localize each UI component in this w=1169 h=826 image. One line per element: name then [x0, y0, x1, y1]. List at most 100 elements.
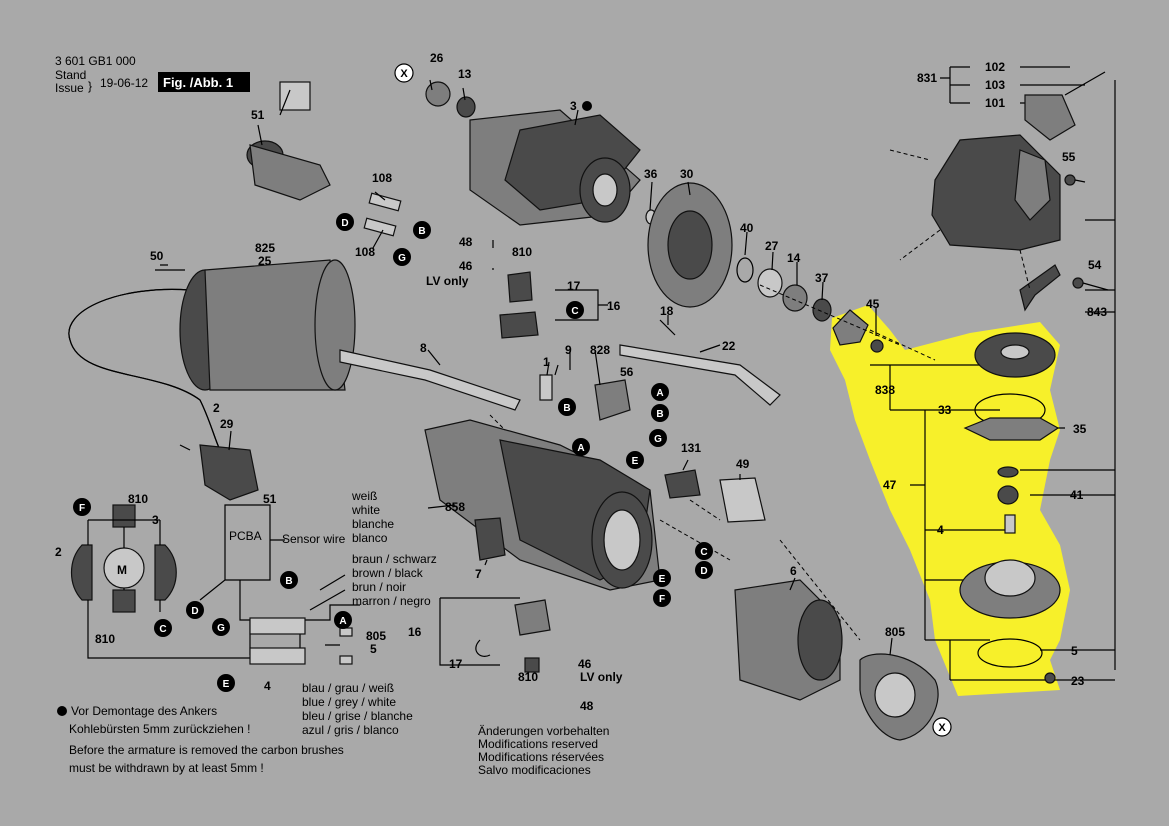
gear-housing — [931, 71, 1106, 251]
screw-49 — [1044, 672, 1056, 684]
ring-40 — [736, 257, 754, 283]
part-label: 29 — [220, 417, 234, 431]
part-label: 9 — [565, 343, 572, 357]
part-label: 828 — [590, 343, 610, 357]
part-label: 48 — [580, 699, 594, 713]
part-label: 48 — [459, 235, 473, 249]
part-label: 7 — [475, 567, 482, 581]
brush-holder-810 — [507, 271, 533, 303]
sensor-wire-label: Sensor wire — [282, 532, 346, 546]
part-label: 108 — [355, 245, 375, 259]
bevel-gear — [974, 332, 1056, 378]
part-label: 49 — [736, 457, 750, 471]
part-label: 17 — [567, 279, 581, 293]
callout-D: D — [336, 213, 354, 231]
fig-label: Fig. /Abb. 1 — [163, 75, 233, 90]
part-label: 838 — [875, 383, 895, 397]
svg-text:D: D — [700, 566, 707, 577]
part-label: 2 — [213, 401, 220, 415]
svg-text:E: E — [632, 456, 639, 467]
part-label: 56 — [620, 365, 634, 379]
part-label: 103 — [985, 78, 1005, 92]
callout-B: B — [413, 221, 431, 239]
card-9 — [719, 477, 766, 523]
svg-text:brun / noir: brun / noir — [352, 580, 406, 594]
part-label: LV only — [426, 274, 469, 288]
color-legend-2: braun / schwarz brown / black brun / noi… — [352, 552, 437, 608]
callout-G: G — [649, 429, 667, 447]
fig-label-box — [158, 72, 250, 92]
pin-56 — [1004, 514, 1016, 534]
part-label: 46 — [459, 259, 473, 273]
note-de-2: Kohlebürsten 5mm zurückziehen ! — [69, 722, 250, 736]
part-label: 51 — [251, 108, 265, 122]
callout-B: B — [280, 571, 298, 589]
callout-B: B — [558, 398, 576, 416]
part-label: 1 — [543, 355, 550, 369]
part-label: 831 — [917, 71, 937, 85]
part-23 — [664, 469, 701, 499]
motor-housing-1 — [424, 419, 661, 591]
electronics-51 — [246, 81, 331, 201]
bearing-13 — [456, 96, 476, 118]
callout-E: E — [653, 569, 671, 587]
part-label: 4 — [937, 523, 944, 537]
part-label: 810 — [512, 245, 532, 259]
bearing-41 — [997, 485, 1019, 505]
svg-text:blau / grau / weiß: blau / grau / weiß — [302, 681, 394, 695]
part-label: 3 — [570, 99, 577, 113]
callout-E: E — [217, 674, 235, 692]
part-label: 25 — [258, 254, 272, 268]
part-label: 8 — [420, 341, 427, 355]
svg-text:azul / gris / blanco: azul / gris / blanco — [302, 723, 399, 737]
flange-828 — [959, 559, 1061, 619]
callout-A: A — [334, 611, 352, 629]
svg-text:X: X — [938, 722, 946, 734]
svg-text:E: E — [659, 574, 666, 585]
svg-text:C: C — [571, 306, 578, 317]
brushes-108 — [363, 192, 402, 237]
part-label: 101 — [985, 96, 1005, 110]
brush-holder-lower — [499, 311, 539, 339]
bracket-16-lower — [439, 597, 520, 666]
svg-text:braun / schwarz: braun / schwarz — [352, 552, 437, 566]
motor-symbol: M — [117, 563, 127, 577]
svg-text:marron / negro: marron / negro — [352, 594, 431, 608]
callout-D: D — [695, 561, 713, 579]
svg-text:B: B — [656, 409, 663, 420]
part-label: 4 — [264, 679, 271, 693]
modifications-1: Änderungen vorbehalten — [478, 724, 609, 738]
svg-text:G: G — [217, 623, 225, 634]
note-en-2: must be withdrawn by at least 5mm ! — [69, 761, 264, 775]
part-label: 35 — [1073, 422, 1087, 436]
part-label: 51 — [263, 492, 277, 506]
switch-4 — [594, 379, 631, 421]
svg-text:blue / grey / white: blue / grey / white — [302, 695, 396, 709]
callout-C: C — [154, 619, 172, 637]
part-label: 27 — [765, 239, 779, 253]
svg-text:C: C — [159, 624, 166, 635]
svg-text:white: white — [351, 503, 380, 517]
issue-date: 19-06-12 — [100, 76, 148, 90]
o-ring-131 — [977, 638, 1043, 668]
brace: } — [88, 79, 92, 93]
cable-6 — [339, 349, 521, 411]
part-label: LV only — [580, 670, 623, 684]
part-label: 5 — [370, 642, 377, 656]
part-label: 810 — [518, 670, 538, 684]
part-label: 16 — [607, 299, 621, 313]
svg-text:B: B — [563, 403, 570, 414]
svg-text:A: A — [577, 443, 584, 454]
part-label: 26 — [430, 51, 444, 65]
part-label: 23 — [1071, 674, 1085, 688]
bracket-831 — [940, 66, 1116, 670]
callout-G: G — [212, 618, 230, 636]
part-label: 54 — [1088, 258, 1102, 272]
note-en-1: Before the armature is removed the carbo… — [69, 743, 344, 757]
rod-22 — [619, 344, 781, 406]
callout-G: G — [393, 248, 411, 266]
pinion-45 — [832, 309, 884, 353]
